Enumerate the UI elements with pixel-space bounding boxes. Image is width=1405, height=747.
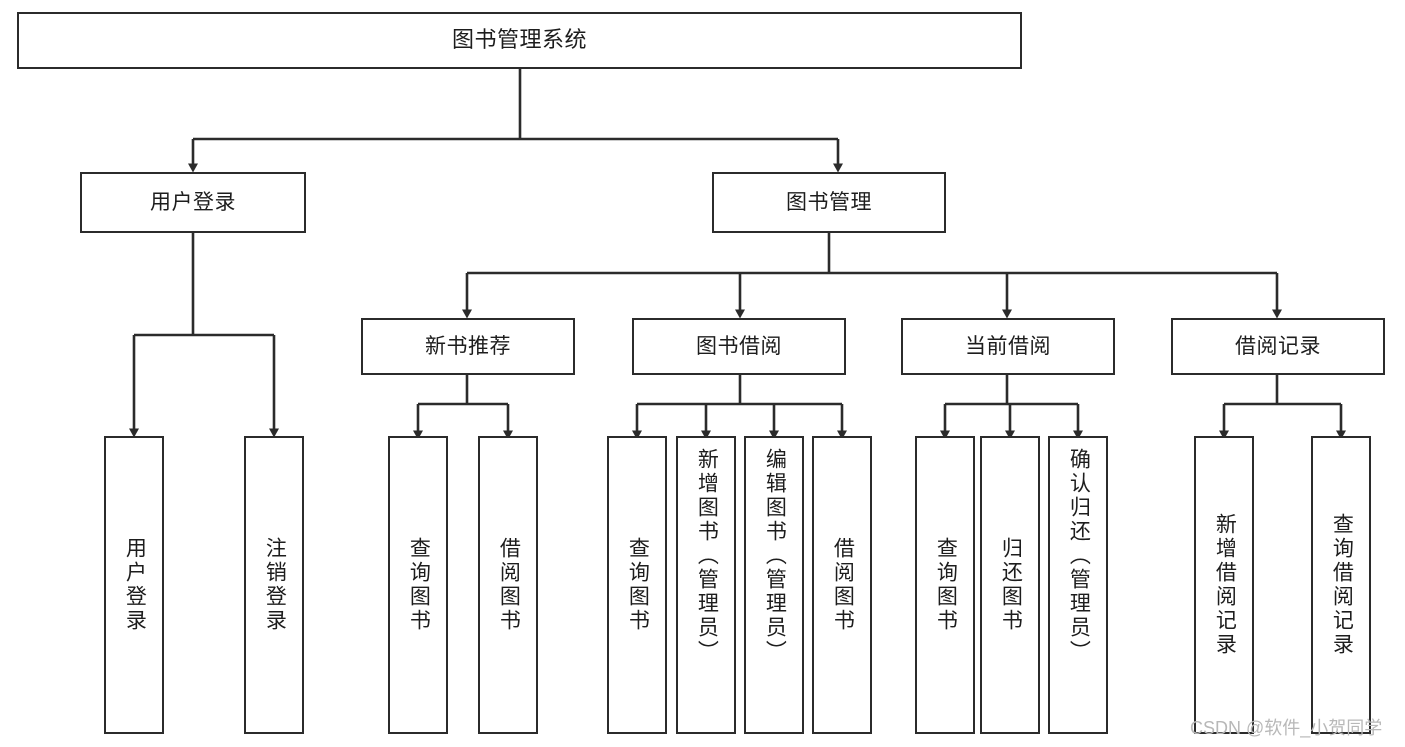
leaf-book-borrow-edit[interactable]: 编辑图书（管理员） bbox=[744, 436, 804, 734]
node-root-book-management-system[interactable]: 图书管理系统 bbox=[17, 12, 1022, 69]
leaf-borrow-record-add[interactable]: 新增借阅记录 bbox=[1194, 436, 1254, 734]
leaf-current-borrow-confirm-label: 确认归还（管理员） bbox=[1067, 448, 1091, 664]
leaf-new-book-borrow[interactable]: 借阅图书 bbox=[478, 436, 538, 734]
leaf-book-borrow-borrow[interactable]: 借阅图书 bbox=[812, 436, 872, 734]
leaf-book-borrow-borrow-label: 借阅图书 bbox=[831, 537, 855, 633]
node-book-management[interactable]: 图书管理 bbox=[712, 172, 946, 233]
leaf-new-book-borrow-label: 借阅图书 bbox=[497, 537, 521, 633]
node-current-borrow-label: 当前借阅 bbox=[965, 334, 1051, 358]
node-book-management-label: 图书管理 bbox=[786, 190, 872, 214]
node-borrow-record-label: 借阅记录 bbox=[1235, 334, 1321, 358]
leaf-user-login-login[interactable]: 用户登录 bbox=[104, 436, 164, 734]
leaf-current-borrow-return[interactable]: 归还图书 bbox=[980, 436, 1040, 734]
leaf-current-borrow-confirm[interactable]: 确认归还（管理员） bbox=[1048, 436, 1108, 734]
leaf-book-borrow-query-label: 查询图书 bbox=[626, 537, 650, 633]
leaf-user-login-logout-label: 注销登录 bbox=[263, 537, 287, 633]
leaf-user-login-login-label: 用户登录 bbox=[123, 537, 147, 633]
leaf-borrow-record-query-label: 查询借阅记录 bbox=[1330, 513, 1354, 657]
node-current-borrow[interactable]: 当前借阅 bbox=[901, 318, 1115, 375]
leaf-book-borrow-query[interactable]: 查询图书 bbox=[607, 436, 667, 734]
leaf-borrow-record-add-label: 新增借阅记录 bbox=[1213, 513, 1237, 657]
node-root-label: 图书管理系统 bbox=[451, 27, 587, 53]
node-book-borrow[interactable]: 图书借阅 bbox=[632, 318, 846, 375]
node-user-login-label: 用户登录 bbox=[150, 190, 236, 214]
leaf-current-borrow-query[interactable]: 查询图书 bbox=[915, 436, 975, 734]
leaf-new-book-query-label: 查询图书 bbox=[407, 537, 431, 633]
leaf-user-login-logout[interactable]: 注销登录 bbox=[244, 436, 304, 734]
leaf-book-borrow-edit-label: 编辑图书（管理员） bbox=[763, 448, 787, 664]
leaf-current-borrow-return-label: 归还图书 bbox=[999, 537, 1023, 633]
leaf-borrow-record-query[interactable]: 查询借阅记录 bbox=[1311, 436, 1371, 734]
leaf-current-borrow-query-label: 查询图书 bbox=[934, 537, 958, 633]
node-borrow-record[interactable]: 借阅记录 bbox=[1171, 318, 1385, 375]
node-user-login[interactable]: 用户登录 bbox=[80, 172, 306, 233]
leaf-book-borrow-add-label: 新增图书（管理员） bbox=[695, 448, 719, 664]
leaf-new-book-query[interactable]: 查询图书 bbox=[388, 436, 448, 734]
node-new-book-recommend[interactable]: 新书推荐 bbox=[361, 318, 575, 375]
node-new-book-recommend-label: 新书推荐 bbox=[425, 334, 511, 358]
leaf-book-borrow-add[interactable]: 新增图书（管理员） bbox=[676, 436, 736, 734]
node-book-borrow-label: 图书借阅 bbox=[696, 334, 782, 358]
